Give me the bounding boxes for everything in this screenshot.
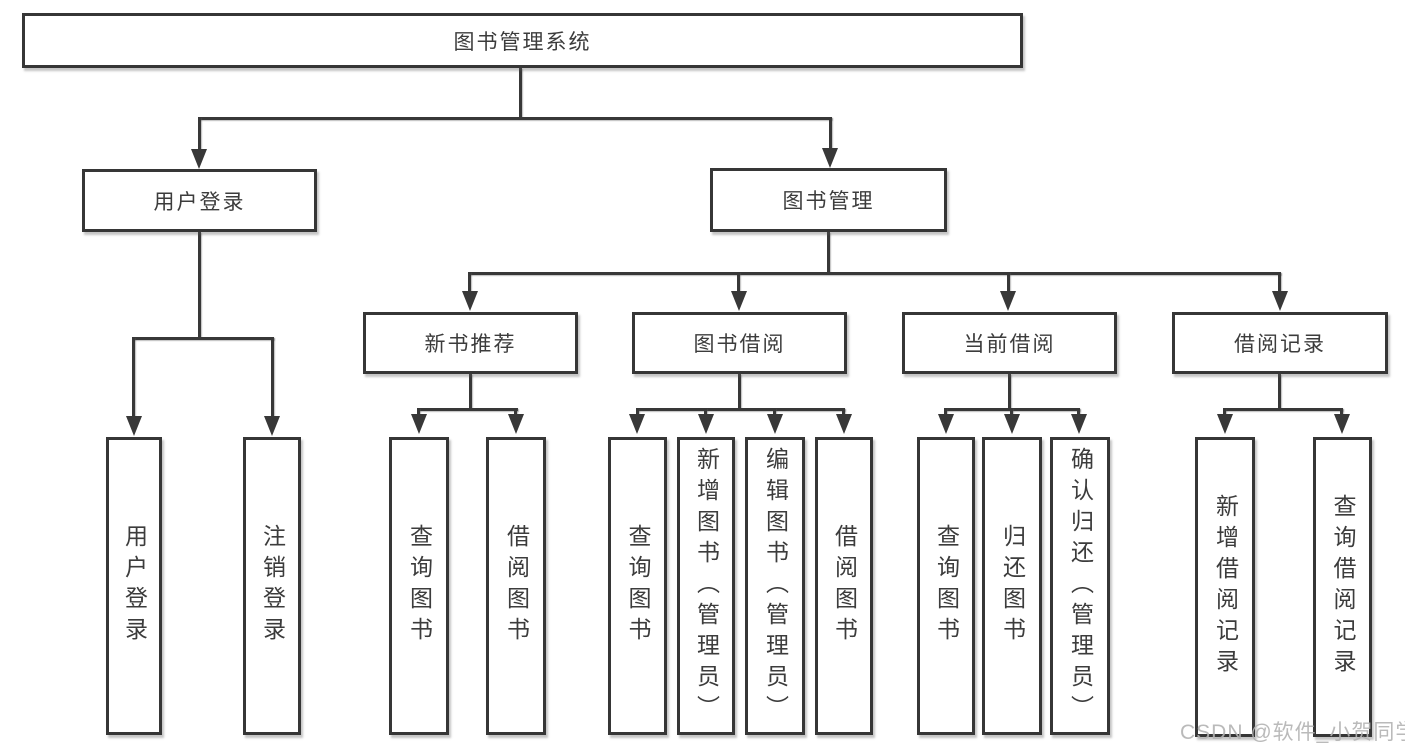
leaf-query-books-1: 查询图书 [389,437,449,735]
connector-stem-new-books [468,272,471,292]
arrowhead-icon [1217,414,1233,434]
connector-user-login-horizontal [132,337,274,340]
leaf-user-login: 用户登录 [106,437,162,735]
connector-stem [738,374,741,408]
arrowhead-icon [836,414,852,434]
connector-stem-leaf [417,408,420,415]
leaf-edit-books-admin: 编辑图书（管理员） [745,437,805,735]
leaf-borrow-books-1: 借阅图书 [486,437,546,735]
arrowhead-icon [938,414,954,434]
arrowhead-icon [822,148,838,168]
leaf-query-books-2: 查询图书 [608,437,667,735]
connector-horizontal [417,408,518,411]
leaf-logout: 注销登录 [243,437,301,735]
arrowhead-icon [629,414,645,434]
connector-stem-leaf [944,408,947,415]
arrowhead-icon [731,291,747,311]
connector-level1-horizontal [198,117,832,120]
arrowhead-icon [767,414,783,434]
leaf-confirm-return-admin: 确认归还（管理员） [1050,437,1110,735]
connector-stem-borrow-records [1278,272,1281,292]
connector-user-login-stem [198,232,201,337]
arrowhead-icon [1000,291,1016,311]
connector-stem-book-borrow [737,272,740,292]
connector-stem-leaf [514,408,517,415]
connector-stem-leaf [271,337,274,417]
connector-stem-leaf [132,337,135,417]
arrowhead-icon [508,414,524,434]
connector-stem-current-borrow [1007,272,1010,292]
node-book-management: 图书管理 [710,168,947,232]
node-book-borrow: 图书借阅 [632,312,847,374]
connector-level2-horizontal [468,272,1281,275]
leaf-add-books-admin: 新增图书（管理员） [677,437,735,735]
connector-stem-leaf [636,408,639,415]
connector-stem [1008,374,1011,408]
leaf-add-borrow-record: 新增借阅记录 [1195,437,1255,737]
connector-horizontal [636,408,845,411]
arrowhead-icon [1334,414,1350,434]
arrowhead-icon [1071,414,1087,434]
node-user-login: 用户登录 [82,169,317,232]
arrowhead-icon [698,414,714,434]
connector-stem-leaf [704,408,707,415]
arrowhead-icon [191,149,207,169]
leaf-borrow-books-2: 借阅图书 [815,437,873,735]
connector-stem-leaf [773,408,776,415]
connector-stem [469,374,472,408]
leaf-query-borrow-record: 查询借阅记录 [1313,437,1372,737]
arrowhead-icon [411,414,427,434]
node-new-book-recommend: 新书推荐 [363,312,578,374]
connector-stem [1278,374,1281,408]
connector-horizontal [1223,408,1343,411]
connector-stem-leaf [1010,408,1013,415]
connector-stem-leaf [842,408,845,415]
node-borrow-records: 借阅记录 [1172,312,1388,374]
connector-stem-leaf [1340,408,1343,415]
connector-stem-book-mgmt [829,117,832,150]
node-root: 图书管理系统 [22,13,1023,68]
connector-stem-leaf [1223,408,1226,415]
arrowhead-icon [264,416,280,436]
arrowhead-icon [126,416,142,436]
arrowhead-icon [1272,291,1288,311]
connector-stem-user-login [198,117,201,150]
connector-root-stem [519,68,522,117]
connector-stem-leaf [1077,408,1080,415]
node-current-borrow: 当前借阅 [902,312,1117,374]
csdn-watermark: CSDN @软件_小贺同学 [1180,721,1405,744]
arrowhead-icon [1004,414,1020,434]
arrowhead-icon [462,291,478,311]
leaf-return-books: 归还图书 [982,437,1042,735]
connector-book-mgmt-stem [827,232,830,272]
leaf-query-books-3: 查询图书 [917,437,975,735]
